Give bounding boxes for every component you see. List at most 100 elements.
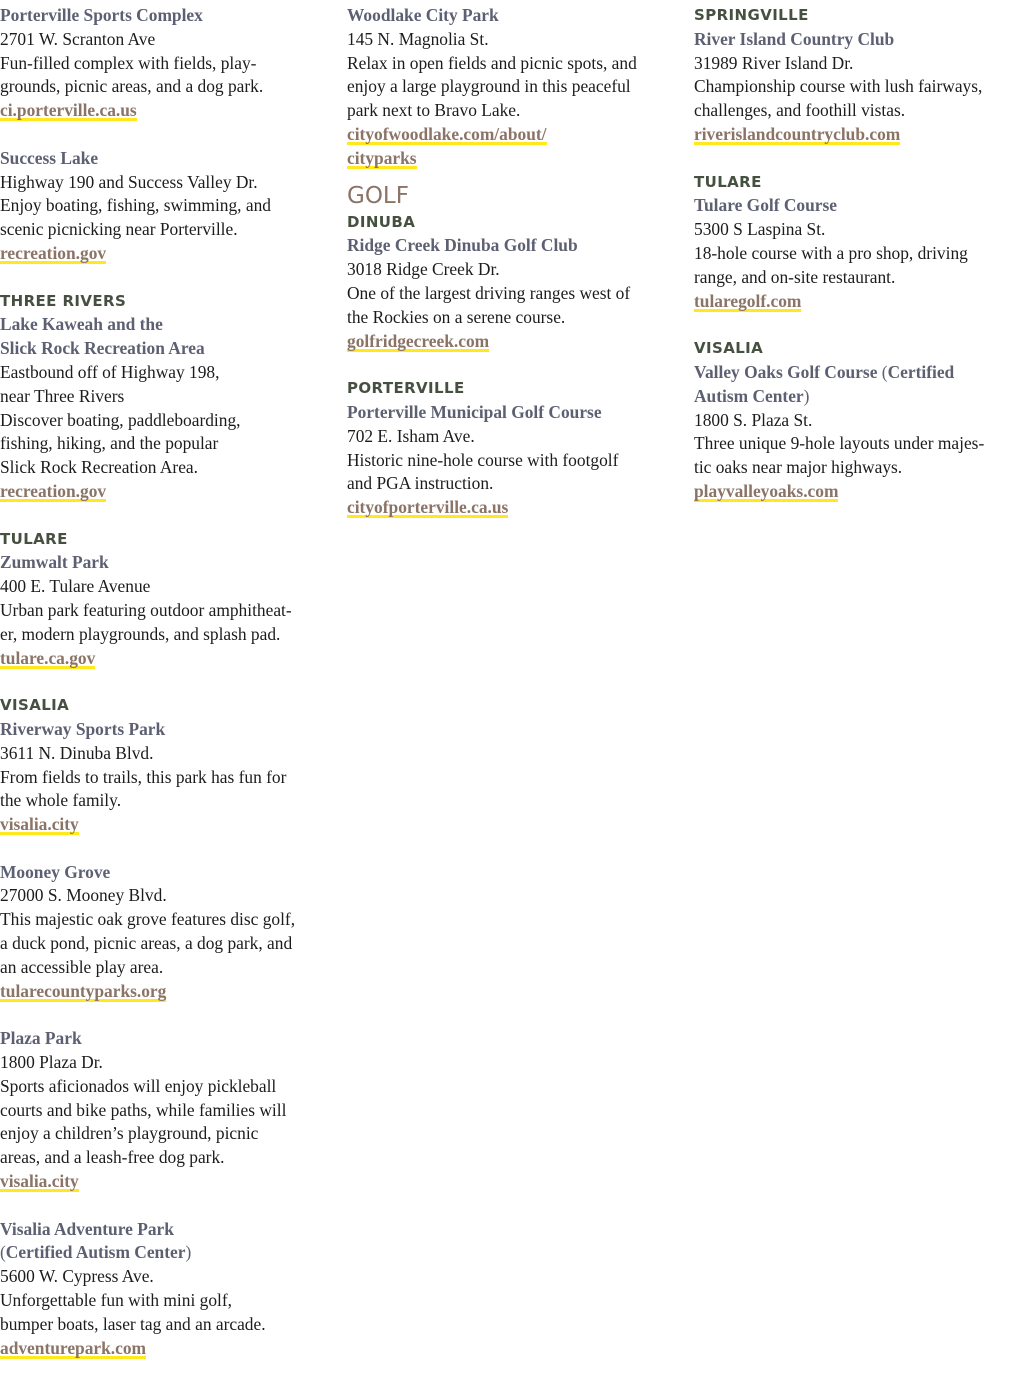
listing-description: This majestic oak grove features disc go… [0,909,296,930]
listing-name-certification: (Certified Autism Center) [0,1241,330,1265]
listing-address: Eastbound off of Highway 198, [0,361,220,382]
listing-tulare-golf: TULARE Tulare Golf Course 5300 S Laspina… [694,171,1012,314]
listing-description: scenic picnicking near Porterville. [0,219,238,240]
website-link[interactable]: ci.porterville.ca.us [0,99,137,123]
listing-description: Championship course with lush fairways, [694,76,983,97]
website-link-continued[interactable]: cityparks [347,146,417,171]
website-link[interactable]: recreation.gov [0,241,107,266]
website-link[interactable]: playvalleyoaks.com [694,479,839,504]
paren-close: ) [185,1242,192,1263]
website-link[interactable]: tularecountyparks.org [0,979,167,1004]
city-heading: VISALIA [694,339,764,358]
paren-close: ) [803,385,810,406]
listing-address: 5300 S Laspina St. [694,219,826,240]
listing-description: Urban park featuring outdoor amphitheat- [0,599,292,620]
column-3: SPRINGVILLE River Island Country Club 31… [694,4,1012,528]
listing-address: 1800 S. Plaza St. [694,409,813,430]
listing-description: a duck pond, picnic areas, a dog park, a… [0,933,293,954]
listing-name: Mooney Grove [0,861,111,882]
listing-name-line-2: Autism Center) [694,385,1012,409]
certification-label: Certified Autism Center [5,1242,186,1263]
listing-address: 1800 Plaza Dr. [0,1052,103,1073]
website-link[interactable]: tularegolf.com [694,289,802,314]
listing-address: 702 E. Isham Ave. [347,425,475,446]
listing-description: Unforgettable fun with mini golf, [0,1290,232,1311]
listing-description: grounds, picnic areas, and a dog park. [0,76,264,97]
listing-plaza-park: Plaza Park 1800 Plaza Dr. Sports aficion… [0,1027,330,1194]
listing-lake-kaweah: THREE RIVERS Lake Kaweah and the Slick R… [0,290,330,504]
listing-name: Slick Rock Recreation Area [0,338,205,359]
listing-address: 145 N. Magnolia St. [347,28,489,49]
listing-description: Enjoy boating, fishing, swimming, and [0,195,271,216]
listing-zumwalt-park: TULARE Zumwalt Park 400 E. Tulare Avenue… [0,528,330,671]
listing-description: range, and on-site restaurant. [694,266,896,287]
website-link[interactable]: tulare.ca.gov [0,646,96,671]
listing-description: Sports aficionados will enjoy pickleball [0,1075,277,1096]
listing-description: the Rockies on a serene course. [347,306,566,327]
listing-address: 2701 W. Scranton Ave [0,28,156,49]
website-link[interactable]: visalia.city [0,813,79,837]
listing-description: tic oaks near major highways. [694,457,903,478]
listing-address: 5600 W. Cypress Ave. [0,1266,154,1287]
website-link[interactable]: visalia.city [0,1170,79,1194]
listing-description: areas, and a leash-free dog park. [0,1147,225,1168]
listing-address: 3018 Ridge Creek Dr. [347,259,500,280]
paren-open: ( [881,361,888,382]
certification-label: Autism Center [694,385,804,406]
listing-name: Woodlake City Park [347,5,499,25]
listing-description: From fields to trails, this park has fun… [0,766,287,787]
listing-name: Success Lake [0,147,99,168]
listing-description: One of the largest driving ranges west o… [347,282,631,303]
listing-visalia-adventure-park: Visalia Adventure Park (Certified Autism… [0,1218,330,1361]
column-2: Woodlake City Park 145 N. Magnolia St. R… [347,4,669,544]
listing-description: an accessible play area. [0,956,164,977]
listing-description: Relax in open fields and picnic spots, a… [347,52,637,73]
listing-description: Discover boating, paddleboarding, [0,409,241,430]
city-heading: TULARE [694,172,762,191]
listing-address: 31989 River Island Dr. [694,52,854,73]
listing-address: Highway 190 and Success Valley Dr. [0,171,258,192]
listing-description: enjoy a large playground in this peacefu… [347,76,631,97]
listing-description: bumper boats, laser tag and an arcade. [0,1313,266,1334]
website-link[interactable]: riverislandcountryclub.com [694,122,901,147]
listing-valley-oaks: VISALIA Valley Oaks Golf Course (Certifi… [694,337,1012,504]
city-heading: SPRINGVILLE [694,6,809,24]
listing-name: Riverway Sports Park [0,718,166,739]
listing-name: Ridge Creek Dinuba Golf Club [347,235,578,256]
listing-name: Lake Kaweah and the [0,314,163,335]
listing-description: courts and bike paths, while families wi… [0,1099,287,1120]
website-link[interactable]: recreation.gov [0,479,107,504]
website-link[interactable]: golfridgecreek.com [347,329,490,354]
listing-porterville-sports-complex: Porterville Sports Complex 2701 W. Scran… [0,4,330,123]
listing-description: Historic nine-hole course with footgolf [347,449,619,470]
listing-description: fishing, hiking, and the popular [0,433,219,454]
website-link[interactable]: cityofwoodlake.com/about/ [347,122,547,147]
city-heading: PORTERVILLE [347,379,465,398]
listing-name: Plaza Park [0,1028,82,1049]
website-link[interactable]: cityofporterville.ca.us [347,496,509,520]
listing-name: Porterville Sports Complex [0,5,203,25]
certification-label: Certified [887,361,955,382]
listing-description: the whole family. [0,790,122,811]
listing-riverway-sports-park: VISALIA Riverway Sports Park 3611 N. Din… [0,694,330,837]
listing-description: er, modern playgrounds, and splash pad. [0,623,281,644]
listing-name: River Island Country Club [694,28,895,49]
listing-address: 3611 N. Dinuba Blvd. [0,742,154,763]
listing-description: park next to Bravo Lake. [347,100,521,121]
column-1: Porterville Sports Complex 2701 W. Scran… [0,4,330,1384]
listing-name-line-1: Valley Oaks Golf Course (Certified [694,361,1012,385]
listing-mooney-grove: Mooney Grove 27000 S. Mooney Blvd. This … [0,861,330,1004]
listing-description: and PGA instruction. [347,473,494,494]
listing-woodlake-city-park: Woodlake City Park 145 N. Magnolia St. R… [347,4,669,171]
section-heading-golf: GOLF [347,182,409,209]
city-heading: TULARE [0,529,68,548]
listing-description: enjoy a children’s playground, picnic [0,1123,259,1144]
listing-address: 27000 S. Mooney Blvd. [0,885,167,906]
city-heading: DINUBA [347,212,416,231]
website-link[interactable]: adventurepark.com [0,1336,147,1361]
listing-description: Slick Rock Recreation Area. [0,457,198,478]
listing-address: 400 E. Tulare Avenue [0,576,151,597]
listing-ridge-creek: DINUBA Ridge Creek Dinuba Golf Club 3018… [347,211,669,354]
city-heading: VISALIA [0,696,70,715]
listing-porterville-municipal-golf: PORTERVILLE Porterville Municipal Golf C… [347,377,669,520]
